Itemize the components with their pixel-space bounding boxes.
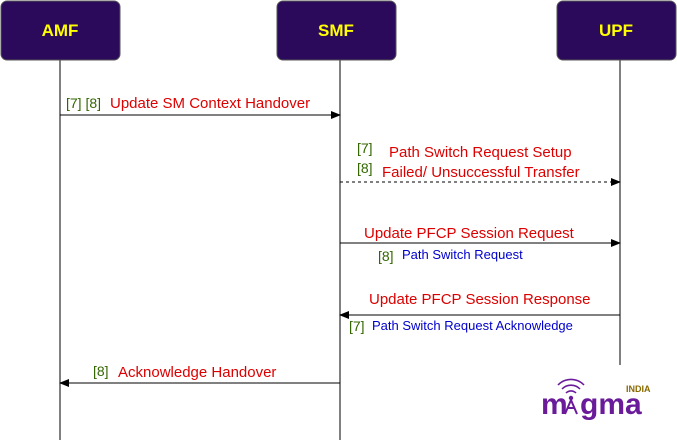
message-5-label: Acknowledge Handover [118,364,276,381]
participant-upf-label: UPF [599,21,633,40]
message-2-tag-a: [7] [357,140,373,156]
antenna-icon [557,378,585,415]
message-4-sub: Path Switch Request Acknowledge [372,318,573,333]
message-pfcp-response: Update PFCP Session Response [7] Path Sw… [339,291,620,334]
logo-tagline: INDIA [626,384,651,394]
message-3-label: Update PFCP Session Request [364,225,575,242]
message-2-line-2: Failed/ Unsuccessful Transfer [382,164,580,181]
message-acknowledge-handover: [8] Acknowledge Handover [59,363,340,387]
message-1-label: Update SM Context Handover [110,95,310,112]
message-3-tag: [8] [378,248,394,264]
message-pfcp-request: Update PFCP Session Request [8] Path Swi… [340,225,621,264]
message-4-tag: [7] [349,318,365,334]
logo-wordmark-start: m [541,388,568,421]
participant-amf: AMF [0,0,121,61]
message-update-sm-context: [7] [8] Update SM Context Handover [60,95,341,119]
message-path-switch-failed: [7] Path Switch Request Setup [8] Failed… [340,140,621,186]
participant-smf: SMF [276,0,397,61]
logo-wordmark-end: gma [580,388,642,421]
message-2-line-1: Path Switch Request Setup [389,144,572,161]
message-2-tag-b: [8] [357,160,373,176]
participant-smf-label: SMF [318,21,354,40]
message-3-sub: Path Switch Request [402,247,523,262]
message-5-tag: [8] [93,363,109,379]
participant-upf: UPF [556,0,677,61]
participant-amf-label: AMF [42,21,79,40]
message-1-tag: [7] [8] [66,95,101,111]
message-4-label: Update PFCP Session Response [369,291,591,308]
magma-logo: m gma INDIA [537,366,665,440]
